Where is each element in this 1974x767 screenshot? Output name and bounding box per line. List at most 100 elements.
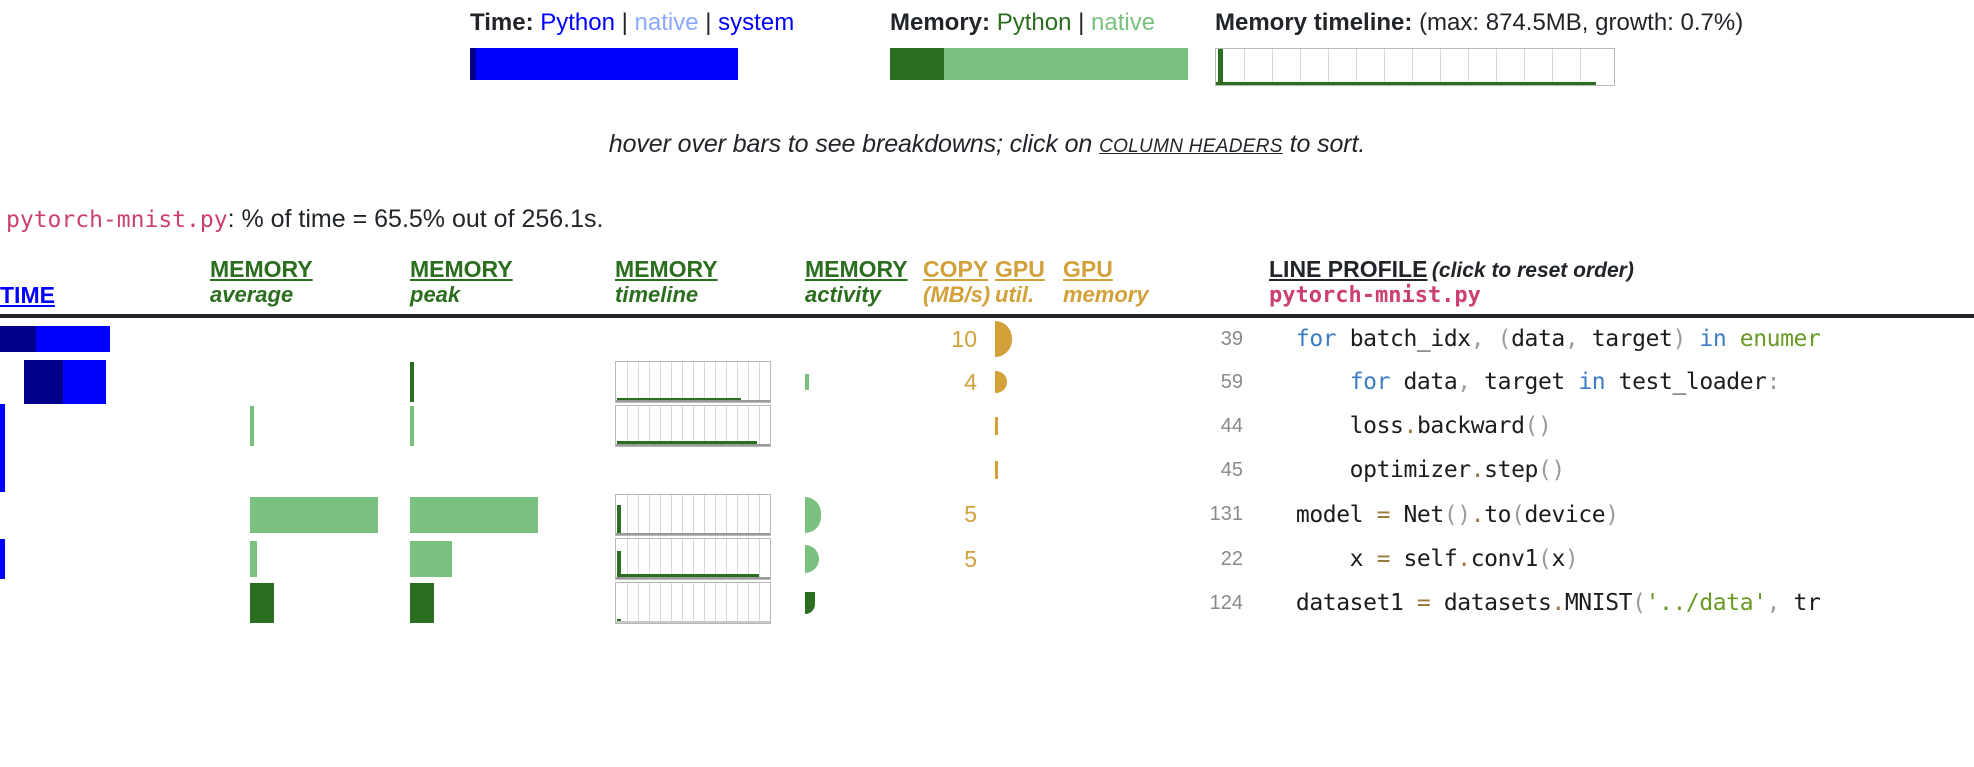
column-header-time-label: TIME	[0, 282, 55, 308]
cell-time[interactable]	[0, 537, 210, 581]
cell-memory-timeline[interactable]	[615, 360, 805, 404]
cell-memory-average[interactable]	[210, 581, 410, 625]
cell-gpu-util[interactable]	[995, 537, 1063, 581]
cell-memory-average[interactable]	[210, 360, 410, 404]
cell-memory-peak[interactable]	[410, 581, 615, 625]
table-row[interactable]: 124 dataset1 = datasets.MNIST('../data',…	[0, 581, 1974, 625]
cell-memory-timeline[interactable]	[615, 492, 805, 537]
table-row[interactable]: 44 loss.backward()	[0, 404, 1974, 448]
memory-peak-bar	[410, 541, 452, 577]
cell-gpu-util[interactable]	[995, 404, 1063, 448]
memory-timeline-chart[interactable]	[615, 538, 771, 580]
memory-average-bar	[250, 583, 274, 623]
cell-memory-activity[interactable]	[805, 537, 923, 581]
column-header-copy[interactable]: COPY (MB/s)	[923, 256, 995, 316]
column-header-time[interactable]: TIME	[0, 256, 210, 316]
cell-code-line[interactable]: for data, target in test_loader:	[1269, 360, 1974, 404]
cell-memory-average[interactable]	[210, 492, 410, 537]
column-header-memory-timeline[interactable]: MEMORY timeline	[615, 256, 805, 316]
cell-memory-average[interactable]	[210, 448, 410, 492]
table-row[interactable]: 10 39 for batch_idx, (data, target) in e…	[0, 316, 1974, 360]
legend-memory-python[interactable]: Python	[996, 9, 1072, 36]
file-summary: pytorch-mnist.py: % of time = 65.5% out …	[0, 205, 1974, 234]
cell-gpu-memory[interactable]	[1063, 492, 1205, 537]
table-row[interactable]: 4 59 for data, target in test_loader:	[0, 360, 1974, 404]
cell-memory-timeline[interactable]	[615, 404, 805, 448]
cell-gpu-memory[interactable]	[1063, 581, 1205, 625]
cell-memory-timeline[interactable]	[615, 581, 805, 625]
cell-gpu-util[interactable]	[995, 581, 1063, 625]
cell-time[interactable]	[0, 316, 210, 360]
cell-memory-activity[interactable]	[805, 492, 923, 537]
cell-code-line[interactable]: dataset1 = datasets.MNIST('../data', tr	[1269, 581, 1974, 625]
column-header-reset-order-note[interactable]: (click to reset order)	[1431, 259, 1634, 282]
cell-gpu-util[interactable]	[995, 316, 1063, 360]
cell-code-line[interactable]: optimizer.step()	[1269, 448, 1974, 492]
cell-code-line[interactable]: model = Net().to(device)	[1269, 492, 1974, 537]
cell-copy-mbs[interactable]: 5	[964, 545, 977, 572]
table-row[interactable]: 5 131 model = Net().to(device)	[0, 492, 1974, 537]
cell-code-line[interactable]: loss.backward()	[1269, 404, 1974, 448]
cell-gpu-util[interactable]	[995, 448, 1063, 492]
cell-memory-peak[interactable]	[410, 448, 615, 492]
cell-memory-activity[interactable]	[805, 316, 923, 360]
legend-time-system[interactable]: system	[718, 9, 795, 36]
cell-gpu-memory[interactable]	[1063, 537, 1205, 581]
cell-memory-activity[interactable]	[805, 581, 923, 625]
hint-column-headers[interactable]: column headers	[1099, 136, 1283, 157]
column-header-gpu-util[interactable]: GPU util.	[995, 256, 1063, 316]
file-summary-filename[interactable]: pytorch-mnist.py	[6, 207, 228, 233]
cell-gpu-memory[interactable]	[1063, 360, 1205, 404]
cell-memory-peak[interactable]	[410, 537, 615, 581]
cell-code-line[interactable]: x = self.conv1(x)	[1269, 537, 1974, 581]
memory-timeline-chart[interactable]	[615, 405, 771, 447]
legend-time-python[interactable]: Python	[540, 9, 615, 36]
legend-memory-native[interactable]: native	[1091, 9, 1156, 36]
cell-memory-peak[interactable]	[410, 360, 615, 404]
cell-memory-timeline[interactable]	[615, 537, 805, 581]
legend-time-native[interactable]: native	[634, 9, 699, 36]
cell-time[interactable]	[0, 404, 210, 448]
memory-timeline-chart[interactable]	[615, 361, 771, 403]
cell-gpu-memory[interactable]	[1063, 316, 1205, 360]
cell-gpu-util[interactable]	[995, 492, 1063, 537]
cell-memory-average[interactable]	[210, 537, 410, 581]
hint-after: to sort.	[1282, 130, 1366, 158]
legend-timeline-chart[interactable]	[1215, 48, 1615, 86]
cell-memory-average[interactable]	[210, 404, 410, 448]
column-header-line-profile[interactable]: LINE PROFILE (click to reset order) pyto…	[1269, 256, 1974, 316]
cell-copy-mbs[interactable]: 10	[951, 325, 977, 352]
column-header-memory-peak[interactable]: MEMORY peak	[410, 256, 615, 316]
cell-time[interactable]	[0, 581, 210, 625]
legend-memory-bar[interactable]	[890, 48, 1188, 80]
cell-copy-mbs[interactable]	[923, 448, 995, 492]
cell-memory-activity[interactable]	[805, 404, 923, 448]
column-header-memory-average[interactable]: MEMORY average	[210, 256, 410, 316]
cell-copy-mbs[interactable]: 5	[964, 501, 977, 527]
legend-time-bar[interactable]	[470, 48, 738, 80]
cell-gpu-memory[interactable]	[1063, 448, 1205, 492]
table-row[interactable]: 5 22 x = self.conv1(x)	[0, 537, 1974, 581]
cell-time[interactable]	[0, 360, 210, 404]
cell-code-line[interactable]: for batch_idx, (data, target) in enumer	[1269, 316, 1974, 360]
cell-gpu-util[interactable]	[995, 360, 1063, 404]
cell-time[interactable]	[0, 448, 210, 492]
cell-memory-peak[interactable]	[410, 404, 615, 448]
cell-memory-timeline[interactable]	[615, 316, 805, 360]
cell-gpu-memory[interactable]	[1063, 404, 1205, 448]
memory-timeline-chart[interactable]	[615, 582, 771, 624]
column-header-gpu-memory[interactable]: GPU memory	[1063, 256, 1205, 316]
cell-time[interactable]	[0, 492, 210, 537]
table-row[interactable]: 45 optimizer.step()	[0, 448, 1974, 492]
cell-memory-activity[interactable]	[805, 448, 923, 492]
cell-memory-peak[interactable]	[410, 316, 615, 360]
cell-memory-average[interactable]	[210, 316, 410, 360]
cell-memory-peak[interactable]	[410, 492, 615, 537]
cell-memory-timeline[interactable]	[615, 448, 805, 492]
cell-memory-activity[interactable]	[805, 360, 923, 404]
cell-copy-mbs[interactable]	[923, 404, 995, 448]
cell-copy-mbs[interactable]	[923, 581, 995, 625]
cell-copy-mbs[interactable]: 4	[964, 368, 977, 395]
memory-timeline-chart[interactable]	[615, 493, 771, 536]
column-header-memory-activity[interactable]: MEMORY activity	[805, 256, 923, 316]
